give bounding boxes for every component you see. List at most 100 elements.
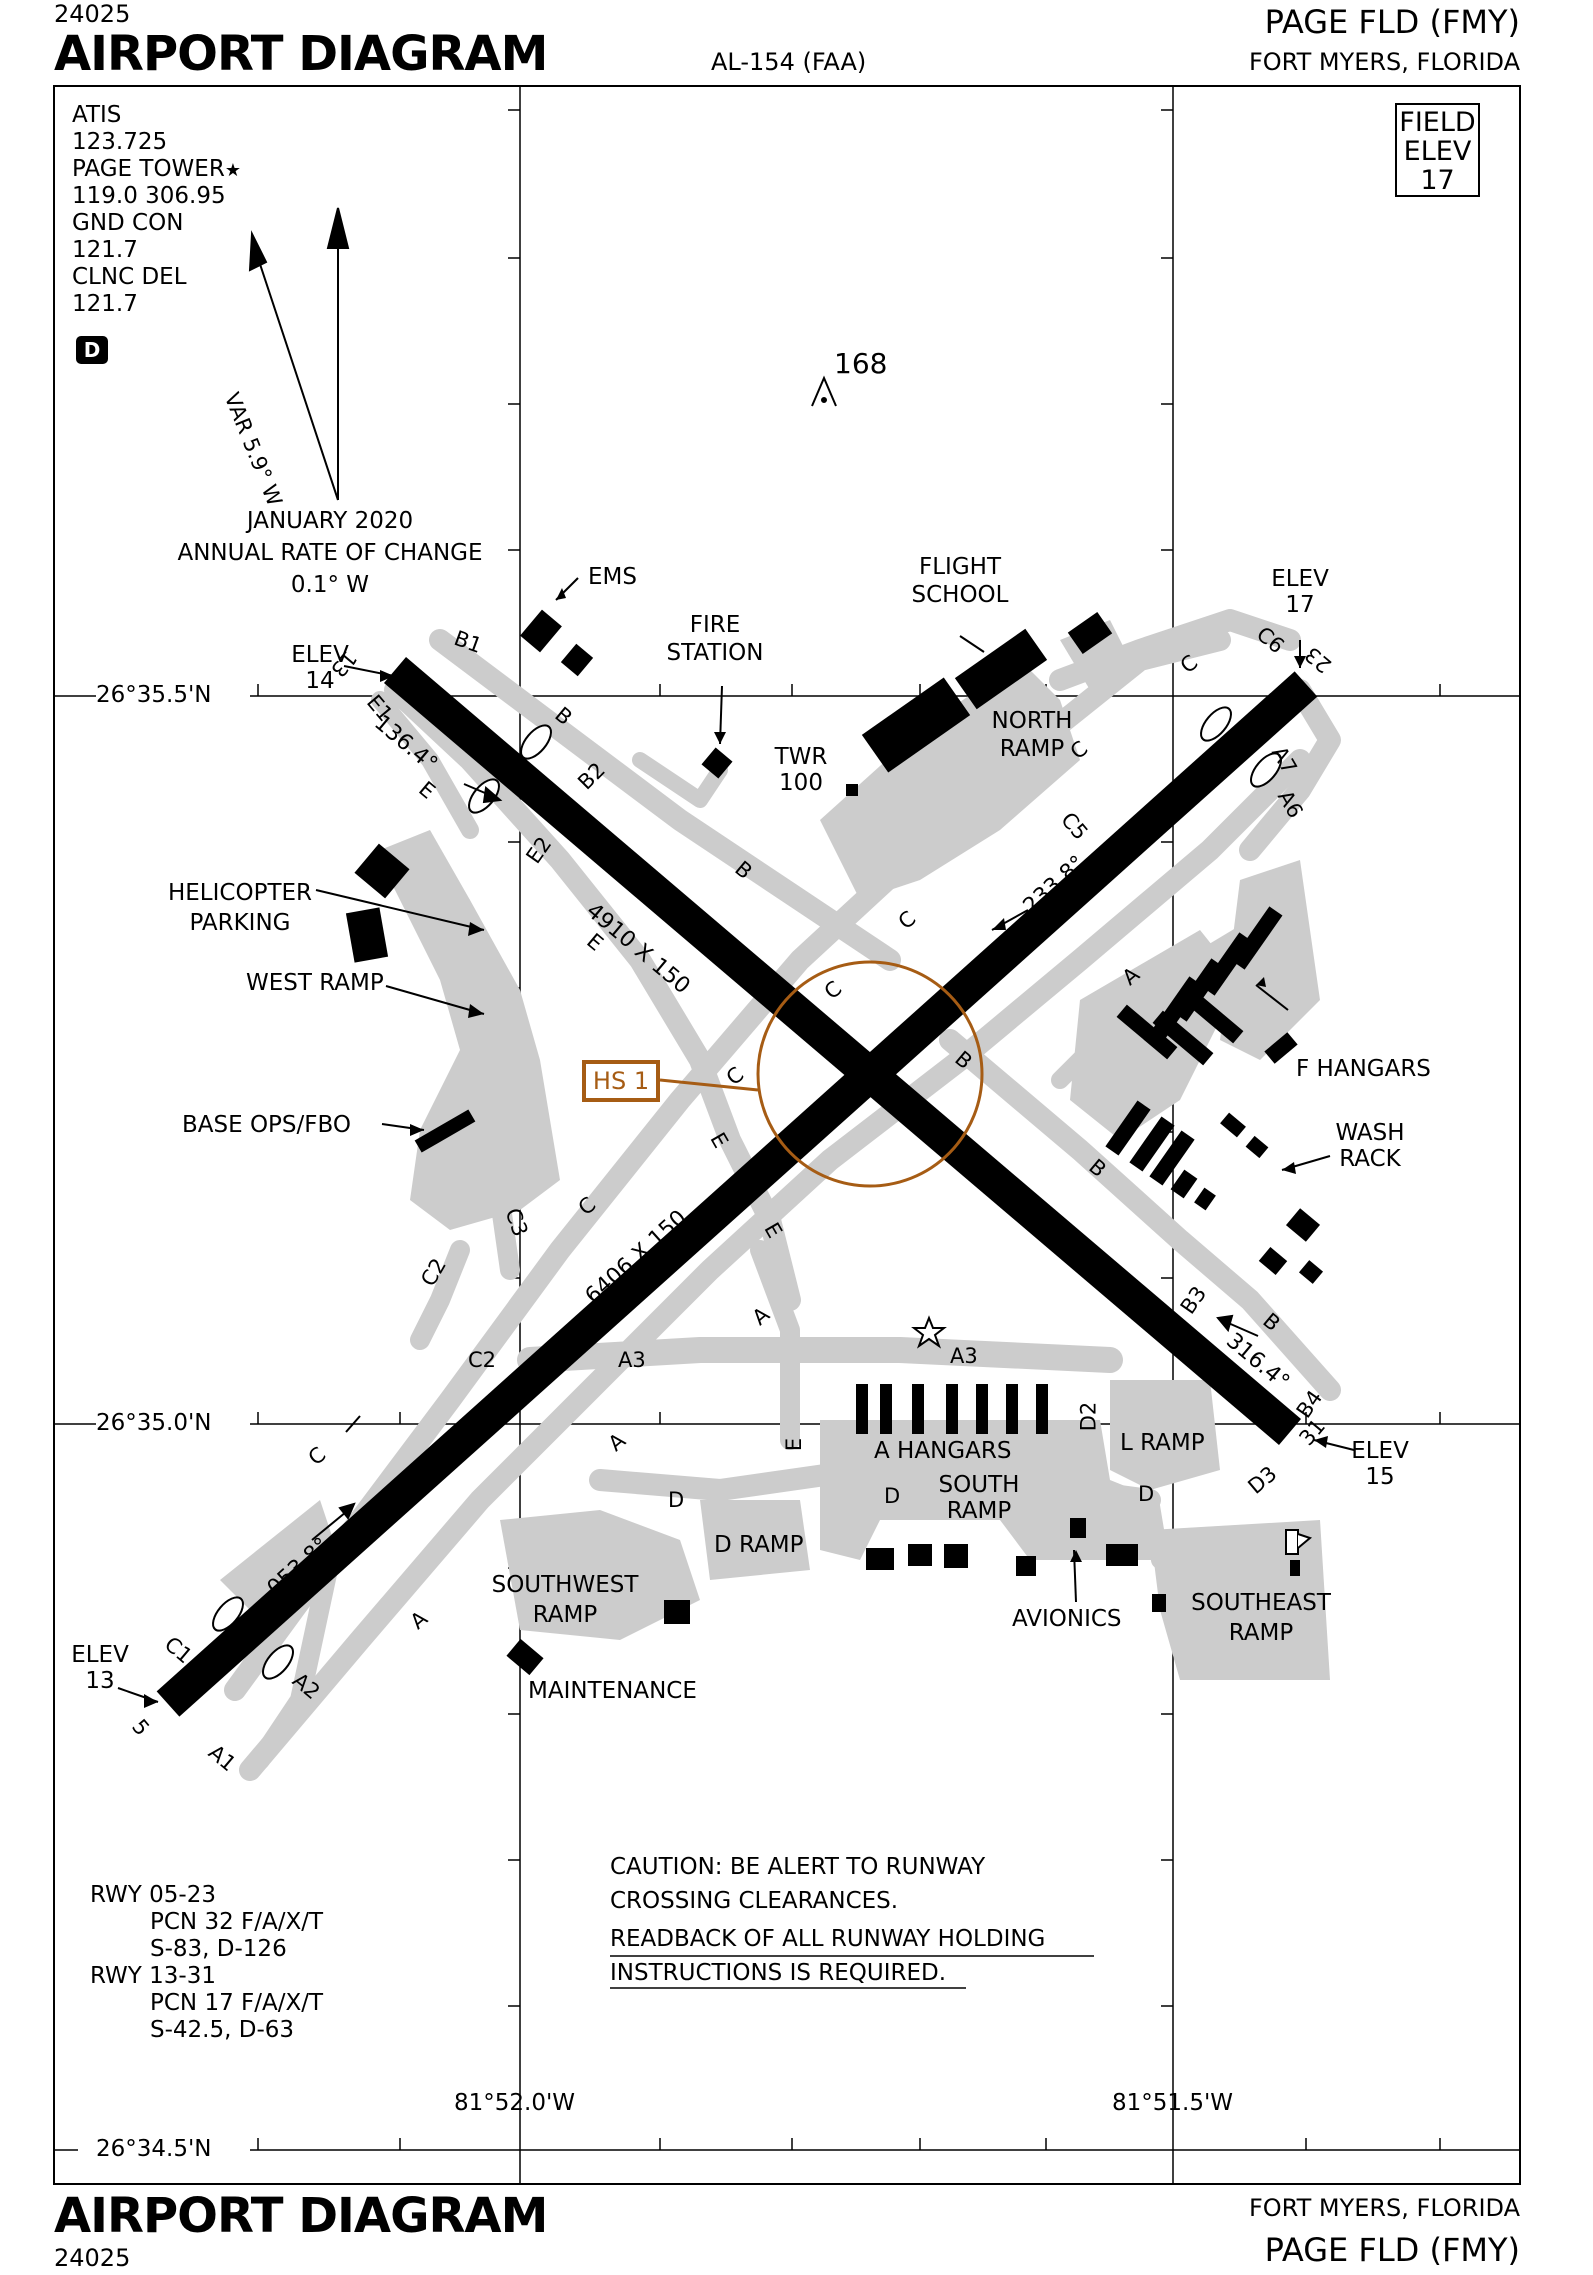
taxiway-c2: [410, 1240, 470, 1350]
magnetic-variation-arrows: [248, 207, 350, 501]
page-title: AIRPORT DIAGRAM: [54, 26, 548, 82]
taxiway-e-north: [371, 691, 479, 839]
field-elevation-box: FIELD ELEV 17: [1395, 103, 1480, 197]
north-ramp-bldg: [861, 677, 971, 773]
d-atis-badge: D: [76, 336, 108, 364]
pavement: [224, 609, 1341, 1781]
obstacle-symbol: [811, 375, 837, 407]
chart-id-top: 24025: [54, 0, 131, 28]
ems-building-2: [560, 643, 594, 677]
ems-building: [520, 609, 562, 653]
twy-a3-west: A3: [618, 1348, 646, 1372]
tower-star-icon: ★: [224, 160, 241, 181]
twy-e-hangars: E: [782, 1437, 807, 1452]
pcn-rwy2-weights: S-42.5, D-63: [150, 2017, 295, 2043]
se-small-bldg: [1290, 1560, 1300, 1576]
hot-spot-leader: [659, 1078, 759, 1092]
l-ramp-label: L RAMP: [1120, 1430, 1205, 1456]
clnc-freq: 121.7: [72, 291, 138, 317]
heli-label-1: HELICOPTER: [167, 880, 313, 906]
sw-ramp-1: SOUTHWEST: [491, 1572, 639, 1598]
atis-freq: 123.725: [72, 129, 168, 155]
heading-arrows: [311, 783, 1259, 1541]
tower-label: PAGE TOWER★: [72, 156, 241, 182]
caution-line-2: CROSSING CLEARANCES.: [610, 1888, 899, 1914]
maintenance-bldg: [506, 1638, 544, 1676]
field-elev-value: 17: [1420, 165, 1455, 196]
twy-d2: D2: [1076, 1401, 1101, 1432]
southwest-ramp-area: [500, 1510, 700, 1640]
wash-label-1: WASH: [1335, 1120, 1405, 1146]
footer-airport: PAGE FLD (FMY): [1264, 2231, 1520, 2269]
variation-date: JANUARY 2020: [246, 508, 414, 534]
twy-d-east: D: [1138, 1482, 1155, 1506]
a-hangars-label: A HANGARS: [874, 1438, 1012, 1464]
airport-name: PAGE FLD (FMY): [1264, 3, 1520, 41]
footer-city: FORT MYERS, FLORIDA: [1248, 2194, 1520, 2222]
south-ramp-buildings: [664, 1518, 1166, 1624]
heli-parking-area: [380, 830, 470, 920]
twr-label-2: 100: [779, 770, 823, 796]
city-name: FORT MYERS, FLORIDA: [1248, 48, 1520, 76]
pcn-rwy1-weights: S-83, D-126: [150, 1936, 287, 1962]
hot-spot-label: HS 1: [582, 1060, 660, 1102]
wash-rack-buildings: [1105, 1100, 1324, 1284]
elev-13-label: ELEV: [291, 642, 349, 668]
leader-arrowheads: [144, 588, 1328, 1708]
west-ramp-area: [390, 860, 560, 1230]
se-ramp-2: RAMP: [1228, 1620, 1294, 1646]
clnc-label: CLNC DEL: [72, 264, 187, 290]
pcn-rwy2-pcn: PCN 17 F/A/X/T: [150, 1990, 324, 2016]
elev-5-label: ELEV: [71, 1642, 129, 1668]
e-sw-apron: [220, 1500, 340, 1620]
base-ops: [414, 1109, 476, 1153]
taxiway-a-parallel: [239, 749, 1311, 1781]
f-hangars-buildings: [1116, 906, 1298, 1066]
west-ramp-label: WEST RAMP: [246, 970, 384, 996]
twy-c2: C2: [468, 1348, 497, 1372]
d-ramp-label: D RAMP: [714, 1532, 804, 1558]
leader-arrows: [117, 577, 1355, 1703]
f-hangars-label: F HANGARS: [1296, 1056, 1431, 1082]
flight-school-1: FLIGHT: [919, 554, 1001, 580]
buildings: [345, 609, 1324, 1676]
taxiway-west-curve: [250, 1550, 340, 1770]
fire-label-2: STATION: [666, 640, 764, 666]
lat-350: 26°35.0'N: [96, 1410, 212, 1436]
twr-label-1: TWR: [774, 744, 828, 770]
obstacle-elev: 168: [834, 347, 888, 380]
taxiway-a7: [1239, 679, 1341, 861]
twy-d-west: D: [668, 1488, 685, 1512]
chart-frame: [53, 85, 1521, 2185]
flight-school-2: SCHOOL: [911, 582, 1009, 608]
procedure-id: AL-154 (FAA): [711, 48, 867, 76]
d-ramp-area: [700, 1500, 810, 1580]
taxiway-fire: [632, 752, 728, 808]
taxiway-e-south: [750, 1240, 800, 1450]
south-ramp-1: SOUTH: [938, 1472, 1020, 1498]
heli-bldg: [354, 843, 410, 899]
wind-cone-symbol: [1285, 1529, 1313, 1555]
elev-13-value: 14: [305, 668, 335, 694]
fire-label-1: FIRE: [689, 612, 741, 638]
maintenance-label: MAINTENANCE: [528, 1678, 697, 1704]
atis-label: ATIS: [72, 102, 122, 128]
gnd-freq: 121.7: [72, 237, 138, 263]
field-elev-line1: FIELD: [1399, 107, 1476, 138]
east-apron: [1220, 860, 1320, 1060]
runway-05-23: [156, 671, 1318, 1717]
readback-underline: [610, 1955, 1094, 1989]
taxiway-a3: [517, 1337, 1123, 1373]
tower-freq: 119.0 306.95: [72, 183, 226, 209]
readback-line-1: READBACK OF ALL RUNWAY HOLDING: [610, 1926, 1046, 1952]
lon-520: 81°52.0'W: [454, 2090, 576, 2116]
elev-23-value: 17: [1285, 592, 1315, 618]
ems-label: EMS: [588, 564, 637, 590]
sw-ramp-2: RAMP: [532, 1602, 598, 1628]
pcn-rwy2: RWY 13-31: [90, 1963, 216, 1989]
lon-515: 81°51.5'W: [1112, 2090, 1234, 2116]
hot-spot-circle: [756, 960, 984, 1188]
wash-label-2: RACK: [1339, 1146, 1401, 1172]
taxiway-b-south: [939, 1029, 1341, 1401]
